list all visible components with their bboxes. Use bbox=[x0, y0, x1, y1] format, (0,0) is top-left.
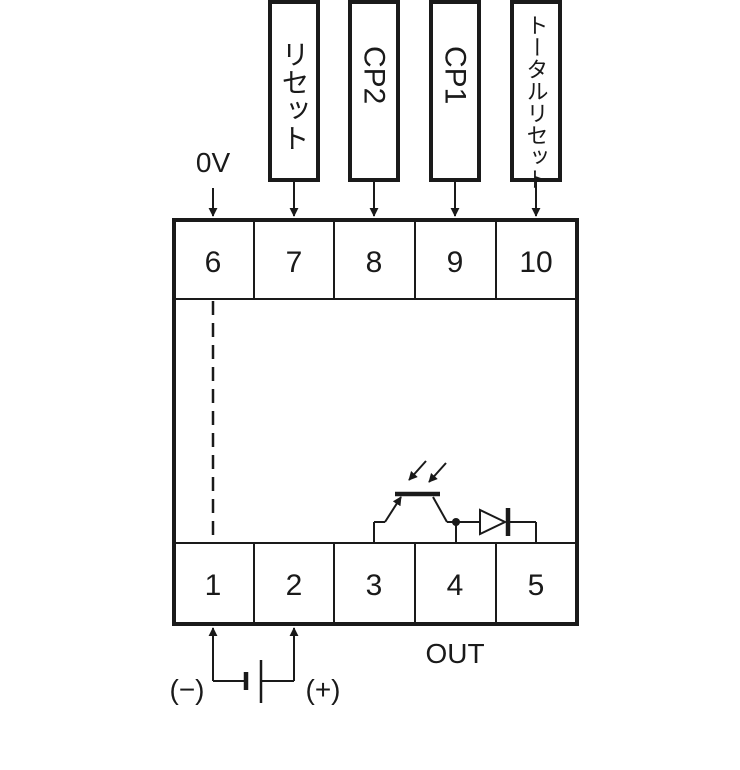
out-label: OUT bbox=[425, 638, 484, 669]
terminal-1: 1 bbox=[205, 569, 222, 602]
terminal-10: 10 bbox=[519, 246, 552, 279]
light-arrow-icon bbox=[408, 460, 427, 481]
terminal-5: 5 bbox=[528, 569, 545, 602]
bottom-terminal-strip: 1 2 3 4 5 bbox=[174, 542, 577, 624]
terminal-8: 8 bbox=[366, 246, 383, 279]
minus-label: (−) bbox=[170, 674, 205, 705]
diode-icon bbox=[456, 508, 537, 543]
power-supply bbox=[208, 627, 299, 703]
plus-label: (+) bbox=[306, 674, 341, 705]
input-box-reset: リセット bbox=[268, 0, 320, 182]
input-box-cp2: CP2 bbox=[348, 0, 400, 182]
phototransistor-icon bbox=[373, 460, 457, 543]
terminal-9: 9 bbox=[447, 246, 464, 279]
input-label-reset: リセット bbox=[279, 40, 310, 152]
top-terminal-strip: 6 7 8 9 10 bbox=[174, 220, 577, 300]
light-arrow-icon bbox=[428, 462, 447, 483]
terminal-4: 4 bbox=[447, 569, 464, 602]
top-input-arrows bbox=[208, 180, 541, 217]
terminal-2: 2 bbox=[286, 569, 303, 602]
zero-v-label: 0V bbox=[196, 147, 231, 178]
input-box-total-reset: トータルリセット bbox=[510, 0, 562, 190]
terminal-7: 7 bbox=[286, 246, 303, 279]
module-outline bbox=[172, 218, 579, 626]
input-box-cp1: CP1 bbox=[429, 0, 481, 182]
input-label-total-reset: トータルリセット bbox=[524, 14, 549, 190]
input-label-cp2: CP2 bbox=[358, 46, 391, 104]
terminal-6: 6 bbox=[205, 246, 222, 279]
input-label-cp1: CP1 bbox=[439, 46, 472, 104]
terminal-3: 3 bbox=[366, 569, 383, 602]
